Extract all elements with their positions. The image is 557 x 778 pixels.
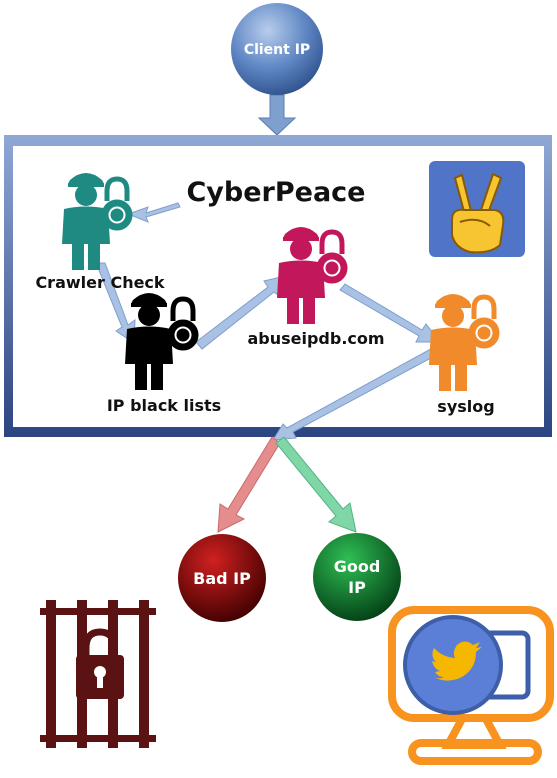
- ip-black-lists-node: IP black lists: [107, 293, 221, 415]
- jail-lock-icon: [40, 600, 156, 748]
- crawler-check-node: Crawler Check: [35, 173, 165, 292]
- flow-arrows: [95, 202, 445, 441]
- good-ip-node: Good IP: [313, 533, 401, 621]
- twitter-bird-icon: [432, 641, 482, 681]
- bad-ip-label: Bad IP: [193, 569, 251, 588]
- client-ip-label: Client IP: [244, 42, 310, 58]
- good-ip-label-line2: IP: [348, 578, 366, 597]
- peace-hand-icon: [429, 161, 525, 257]
- abuseipdb-label: abuseipdb.com: [247, 329, 384, 348]
- twitter-monitor-icon: [388, 606, 554, 765]
- good-ip-label-line1: Good: [334, 557, 381, 576]
- syslog-label: syslog: [437, 397, 494, 416]
- arrow-to-good-ip: [275, 436, 357, 533]
- client-ip-node: Client IP: [231, 3, 323, 95]
- syslog-node: syslog: [429, 294, 499, 416]
- bad-ip-node: Bad IP: [178, 534, 266, 622]
- cyberpeace-title: CyberPeace: [186, 177, 365, 208]
- ip-black-lists-label: IP black lists: [107, 396, 221, 415]
- arrow-client-to-frame: [257, 94, 297, 136]
- arrow-to-bad-ip: [217, 436, 281, 533]
- crawler-check-label: Crawler Check: [35, 273, 164, 292]
- abuseipdb-node: abuseipdb.com: [247, 227, 385, 348]
